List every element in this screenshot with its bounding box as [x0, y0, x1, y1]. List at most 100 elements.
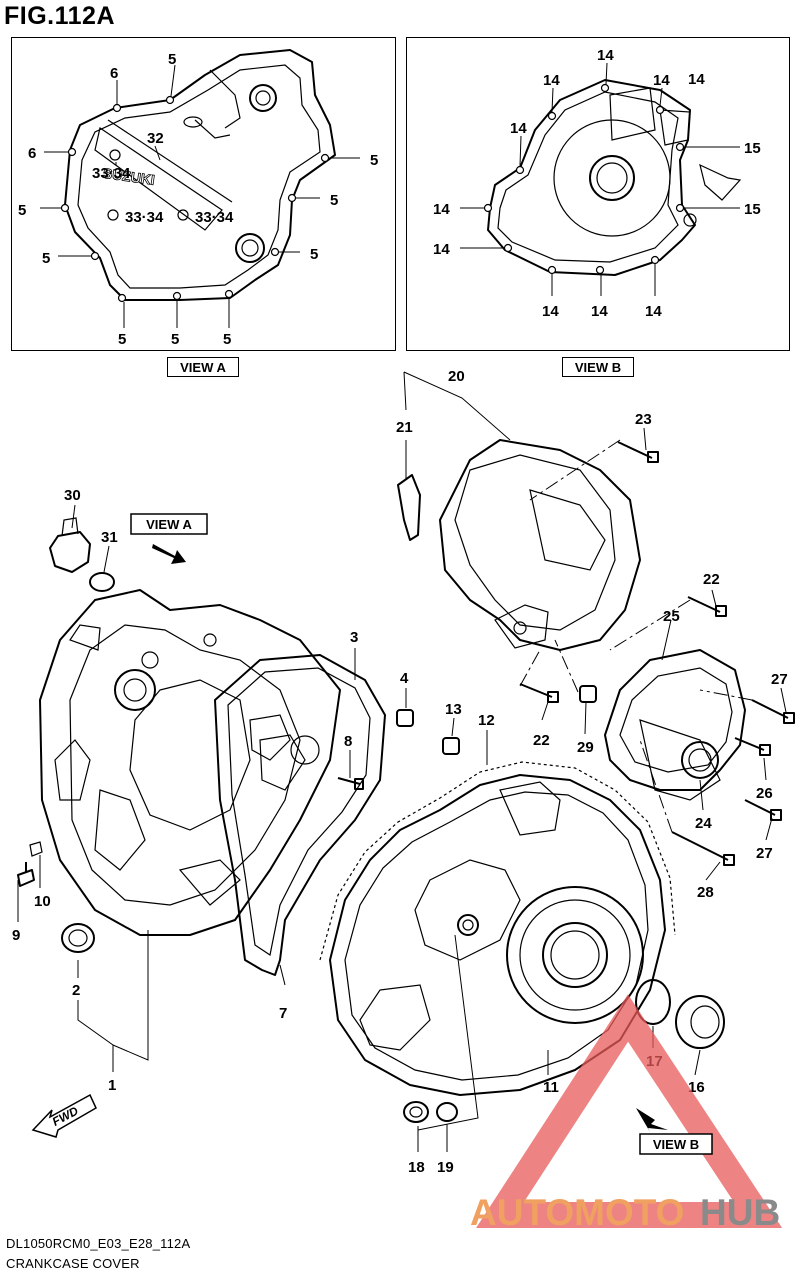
callout-5c: 5 [330, 192, 338, 209]
callout-14d: 14 [510, 120, 527, 137]
callout-22b: 22 [533, 732, 550, 749]
callout-14a: 14 [597, 47, 614, 64]
view-b-caption: VIEW B [562, 357, 634, 377]
callout-22a: 22 [703, 571, 720, 588]
callout-29: 29 [577, 739, 594, 756]
dowel-13 [442, 737, 460, 755]
callout-1: 1 [108, 1077, 116, 1094]
callout-5g: 5 [118, 331, 126, 348]
watermark-text-a: AUTOMOTO [470, 1192, 684, 1233]
callout-14c: 14 [653, 72, 670, 89]
callout-8: 8 [344, 733, 352, 750]
footer-name: CRANKCASE COVER [6, 1256, 140, 1271]
view-a-caption: VIEW A [167, 357, 239, 377]
callout-25: 25 [663, 608, 680, 625]
bolt-9 [17, 862, 35, 887]
callout-14h: 14 [591, 303, 608, 320]
callout-32: 32 [147, 130, 164, 147]
watermark-text: AUTOMOTO HUB [470, 1192, 780, 1233]
view-b-leaders [460, 62, 740, 296]
callout-33-34a: 33·34 [92, 165, 131, 182]
callout-30: 30 [64, 487, 81, 504]
callout-12: 12 [478, 712, 495, 729]
view-a-leaders [40, 64, 360, 328]
callout-6b: 6 [28, 145, 36, 162]
dowel-4 [396, 709, 414, 727]
callout-4: 4 [400, 670, 409, 687]
view-a-arrow-marker: VIEW A [130, 513, 208, 564]
callout-9: 9 [12, 927, 20, 944]
callout-14g: 14 [542, 303, 559, 320]
callout-2: 2 [72, 982, 80, 999]
callout-27a: 27 [771, 671, 788, 688]
pump-cover-24 [604, 649, 746, 801]
dowel-29 [579, 685, 597, 703]
main-leaders [17, 371, 787, 1152]
watermark-text-b: HUB [700, 1192, 780, 1233]
callout-5d: 5 [18, 202, 26, 219]
callout-33-34b: 33·34 [125, 209, 164, 226]
o-ring-17 [635, 979, 671, 1025]
o-ring-31 [89, 572, 115, 592]
callout-5i: 5 [223, 331, 231, 348]
callout-14b: 14 [543, 72, 560, 89]
callout-5h: 5 [171, 331, 179, 348]
brand-logo: SUZUKI [102, 165, 156, 188]
arrow-icon [152, 544, 186, 564]
view-a-marker-label: VIEW A [146, 517, 192, 532]
callout-20: 20 [448, 368, 465, 385]
callout-5e: 5 [310, 246, 318, 263]
callout-6a: 6 [110, 65, 118, 82]
crankcase-body [39, 589, 341, 936]
cover-20 [439, 439, 641, 651]
callout-21: 21 [396, 419, 413, 436]
callout-14f: 14 [433, 241, 450, 258]
generator-cover-11 [329, 774, 666, 1096]
view-b-marker-label: VIEW B [653, 1137, 699, 1152]
bolt-8 [337, 777, 364, 790]
callout-3: 3 [350, 629, 358, 646]
view-b-panel [406, 37, 790, 351]
plug-30 [49, 517, 91, 573]
watermark-logo [476, 994, 783, 1228]
view-b-cover [483, 79, 742, 276]
callout-7: 7 [279, 1005, 287, 1022]
assembly-lines [519, 439, 753, 833]
gasket-21 [397, 474, 421, 541]
callout-11: 11 [543, 1079, 559, 1096]
view-b-labels: 14 14 14 14 14 14 14 14 14 14 15 15 [433, 47, 761, 320]
callout-24: 24 [695, 815, 712, 832]
callout-18: 18 [408, 1159, 425, 1176]
callout-5f: 5 [42, 250, 50, 267]
callout-10: 10 [34, 893, 51, 910]
callout-31: 31 [101, 529, 118, 546]
callout-5a: 5 [168, 51, 176, 68]
washer-10 [29, 841, 43, 857]
callout-14e: 14 [433, 201, 450, 218]
view-a-cover: SUZUKI [60, 49, 336, 303]
cap-16 [675, 995, 725, 1049]
main-labels: 1 2 3 4 7 8 9 10 11 12 13 16 17 18 19 20… [12, 368, 788, 1176]
callout-33-34c: 33·34 [195, 209, 234, 226]
callout-26: 26 [756, 785, 773, 802]
oil-seal-2 [61, 923, 95, 953]
callout-23: 23 [635, 411, 652, 428]
bolts [519, 441, 795, 866]
fwd-arrow: FWD [31, 1093, 97, 1138]
callout-19: 19 [437, 1159, 454, 1176]
callout-14j: 14 [688, 71, 705, 88]
plug-18 [403, 1101, 429, 1123]
figure-title: FIG.112A [4, 2, 115, 30]
arrow-icon [636, 1108, 668, 1132]
callout-5b: 5 [370, 152, 378, 169]
view-a-labels: 6 6 5 5 5 5 5 5 5 5 5 32 33·34 33·34 33·… [18, 51, 378, 348]
view-b-arrow-marker: VIEW B [636, 1108, 713, 1155]
callout-28: 28 [697, 884, 714, 901]
callout-27b: 27 [756, 845, 773, 862]
gasket-3 [214, 654, 386, 976]
callout-15a: 15 [744, 140, 761, 157]
washer-19 [436, 1102, 458, 1122]
callout-13: 13 [445, 701, 462, 718]
callout-14i: 14 [645, 303, 662, 320]
